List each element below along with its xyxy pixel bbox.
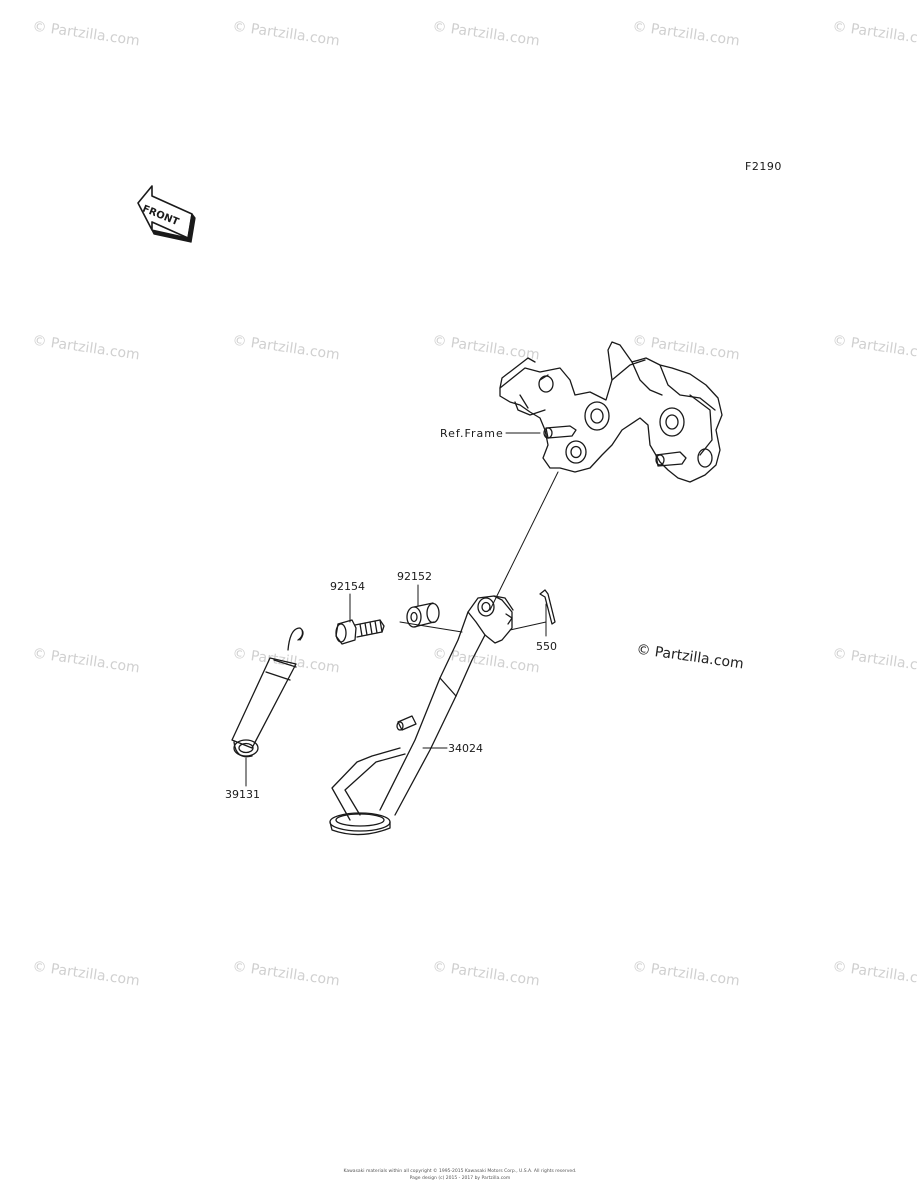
collar-92152	[406, 602, 440, 628]
bolt-92154	[335, 619, 385, 645]
callout-ref-frame: Ref.Frame	[440, 427, 504, 440]
copyright-notice: Kawasaki materials within all copyright …	[330, 1168, 590, 1182]
front-arrow-icon: FRONT	[137, 185, 196, 243]
spring-39131	[231, 627, 304, 758]
callout-part-39131[interactable]: 39131	[225, 788, 260, 801]
cotter-pin-550	[539, 589, 556, 625]
diagram-code: F2190	[745, 160, 782, 173]
copyright-line: Kawasaki materials within all copyright …	[343, 1169, 577, 1174]
callout-part-34024[interactable]: 34024	[448, 742, 483, 755]
frame-bracket	[499, 341, 723, 483]
callout-part-92152[interactable]: 92152	[397, 570, 432, 583]
leader-lines	[245, 432, 559, 787]
callout-part-92154[interactable]: 92154	[330, 580, 365, 593]
callout-part-550[interactable]: 550	[536, 640, 557, 653]
side-stand-34024	[329, 595, 514, 836]
copyright-line: Page design (c) 2015 - 2017 by Partzilla…	[409, 1176, 511, 1181]
